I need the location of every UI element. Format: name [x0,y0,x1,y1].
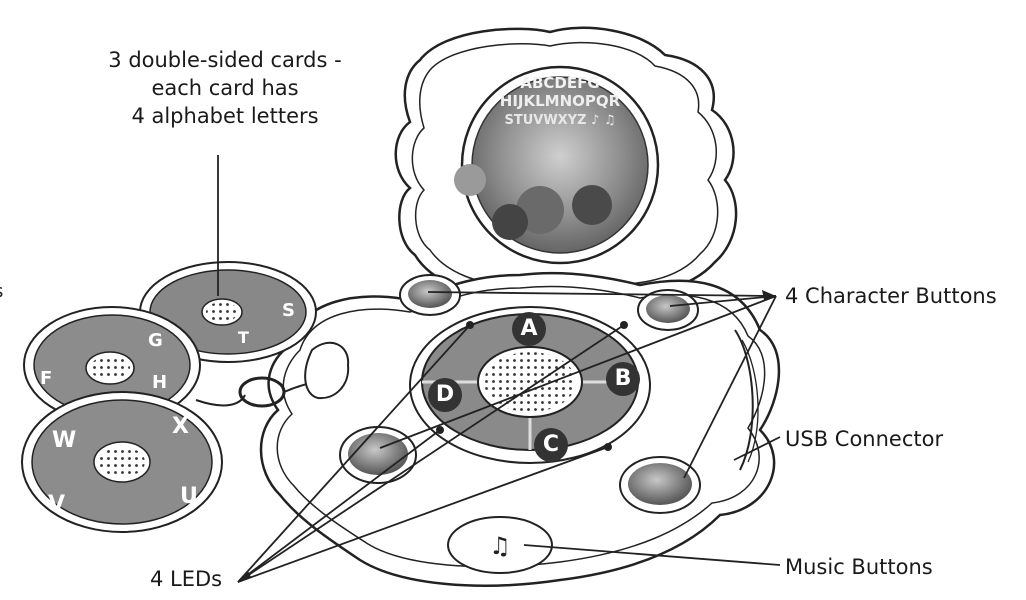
edge-text-fragment: s [0,278,3,306]
pad-letter-d: D [428,378,462,412]
character-buttons-label: 4 Character Buttons [785,282,997,310]
character-button-top-left [400,275,460,315]
svg-text:STUVWXYZ ♪ ♫: STUVWXYZ ♪ ♫ [504,113,615,128]
svg-text:ABCDEFG: ABCDEFG [520,74,599,92]
svg-text:HIJKLMNOPQR: HIJKLMNOPQR [500,92,621,110]
cards-callout-line-2: each card has [70,74,380,102]
cards-callout-line-3: 4 alphabet letters [70,102,380,130]
card-middle-letter-h: H [152,372,167,393]
pad-letter-c: C [534,428,568,462]
svg-text:♫: ♫ [489,532,511,560]
pad-letter-a: A [512,312,546,346]
card-bottom-letter-w: W [52,428,76,453]
music-buttons-label: Music Buttons [785,553,933,581]
music-button: ♫ [448,517,552,573]
card-bottom-letter-x: X [172,414,189,439]
character-button-bottom-right [620,457,700,513]
card-middle-letter-g: G [148,330,163,351]
leds-label: 4 LEDs [150,565,222,593]
card-bottom-letter-v: V [48,492,65,517]
cards-callout-line-1: 3 double-sided cards - [70,46,380,74]
character-button-top-right [638,290,698,330]
character-button-bottom-left [340,427,416,483]
card-bottom-letter-u: U [180,484,198,509]
cards-callout-label: 3 double-sided cards - each card has 4 a… [70,46,380,130]
usb-connector-label: USB Connector [785,425,943,453]
card-middle-letter-f: F [40,368,52,389]
card-top-letter-t: T [238,328,249,347]
pad-letter-b: B [606,362,640,396]
card-top-letter-s: S [282,300,295,321]
